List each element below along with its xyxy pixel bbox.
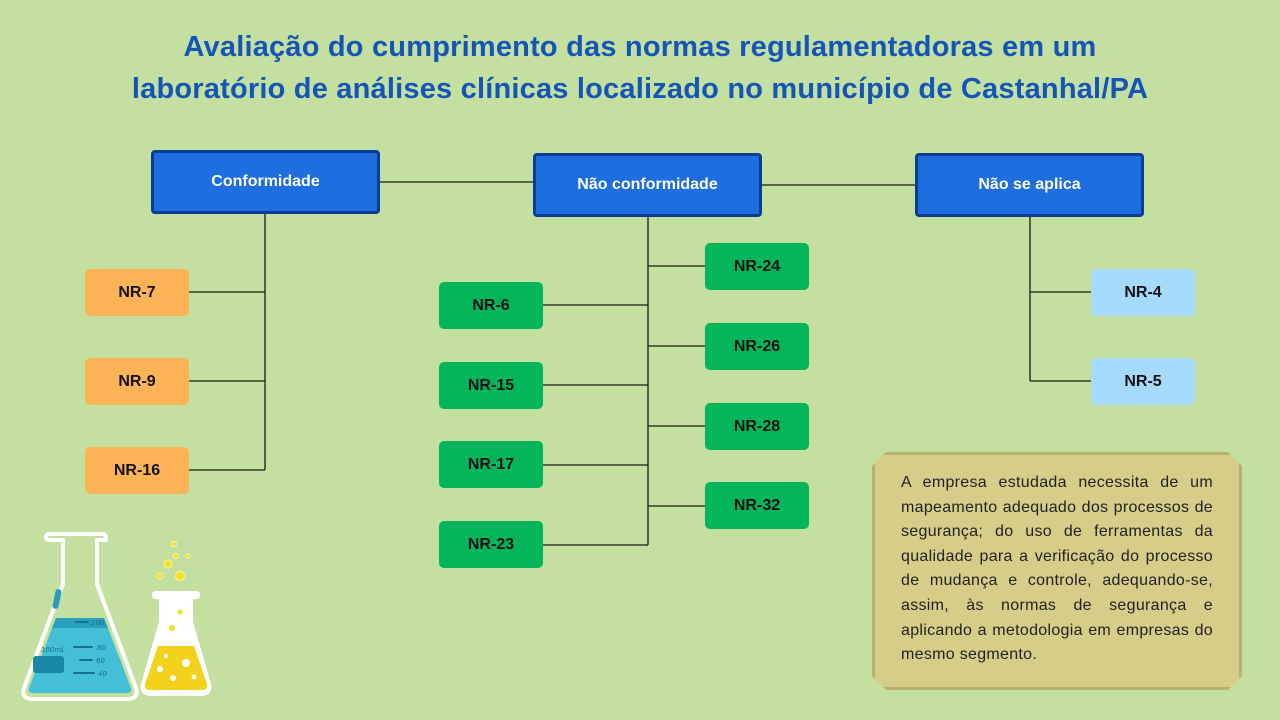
conclusion-note: A empresa estudada necessita de um mapea… <box>872 452 1242 690</box>
category-nao-se-aplica: Não se aplica <box>915 153 1144 217</box>
nr-box-nao-conformidade: NR-6 <box>439 282 543 329</box>
flask-tick-100: 100 <box>91 619 105 627</box>
conclusion-text: A empresa estudada necessita de um mapea… <box>901 474 1213 664</box>
title-line-1: Avaliação do cumprimento das normas regu… <box>183 31 1097 63</box>
flask-tick-80: 80 <box>97 644 106 652</box>
category-nao-conformidade: Não conformidade <box>533 153 762 217</box>
nr-box-nao-conformidade: NR-32 <box>705 482 809 529</box>
nr-box-nao-se-aplica: NR-4 <box>1091 269 1195 316</box>
flask-tick-40: 40 <box>98 670 107 678</box>
bubbling-flask-icon <box>140 541 212 696</box>
erlenmeyer-flask-icon: 100 80 60 40 100mL <box>21 532 139 701</box>
category-conformidade: Conformidade <box>151 150 380 214</box>
nr-box-nao-se-aplica: NR-5 <box>1091 358 1195 405</box>
nr-box-nao-conformidade: NR-15 <box>439 362 543 409</box>
nr-box-conformidade: NR-7 <box>85 269 189 316</box>
nr-box-conformidade: NR-9 <box>85 358 189 405</box>
nr-box-conformidade: NR-16 <box>85 447 189 494</box>
nr-box-nao-conformidade: NR-17 <box>439 441 543 488</box>
page-title: Avaliação do cumprimento das normas regu… <box>0 26 1280 110</box>
nr-box-nao-conformidade: NR-24 <box>705 243 809 290</box>
nr-box-nao-conformidade: NR-26 <box>705 323 809 370</box>
flask-volume-label: 100mL <box>41 646 65 654</box>
nr-box-nao-conformidade: NR-23 <box>439 521 543 568</box>
nr-box-nao-conformidade: NR-28 <box>705 403 809 450</box>
flask-tick-60: 60 <box>96 657 105 665</box>
title-line-2: laboratório de análises clínicas localiz… <box>131 73 1149 105</box>
